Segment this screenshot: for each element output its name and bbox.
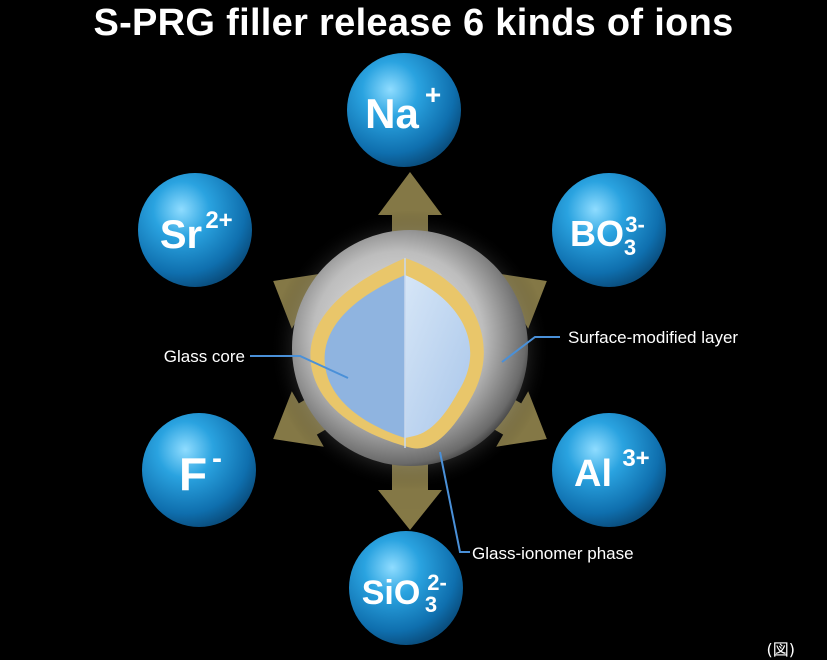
ion-sio3-base: SiO xyxy=(362,574,421,612)
ion-sio3-subscript: 3 xyxy=(425,592,437,617)
ionomer-phase-label: Glass-ionomer phase xyxy=(472,544,634,563)
figure-note: (図) xyxy=(766,640,796,659)
callout-lines xyxy=(250,336,560,553)
ion-sr-base: Sr xyxy=(160,213,202,257)
ion-sio3: SiO 2- 3 xyxy=(349,531,463,645)
ion-sio3-charge: 2- xyxy=(427,570,447,595)
ion-bo3-charge: 3- xyxy=(625,212,645,237)
ion-al-base: Al xyxy=(574,453,612,495)
glass-core-label: Glass core xyxy=(164,347,245,366)
ion-na-base: Na xyxy=(365,90,419,137)
s-prg-particle xyxy=(270,210,550,490)
ion-bo3: BO 3- 3 xyxy=(552,173,666,287)
glass-core-callout xyxy=(250,355,349,379)
ionomer-callout xyxy=(439,451,470,553)
page-title: S-PRG filler release 6 kinds of ions xyxy=(93,2,734,44)
ion-sr-charge: 2+ xyxy=(205,207,232,234)
glass-core-section xyxy=(405,275,471,438)
ion-f-base: F xyxy=(179,448,207,500)
surface-layer-label: Surface-modified layer xyxy=(568,328,738,347)
ion-al: Al 3+ xyxy=(552,413,666,527)
ion-f-charge: - xyxy=(212,442,222,475)
surface-layer-callout xyxy=(501,336,560,363)
ion-bo3-base: BO xyxy=(570,213,624,254)
ion-bo3-subscript: 3 xyxy=(624,235,636,260)
ion-na-charge: + xyxy=(425,79,441,110)
ion-sr: Sr 2+ xyxy=(138,173,252,287)
glass-core xyxy=(324,275,405,438)
ion-al-charge: 3+ xyxy=(622,445,649,472)
ion-f: F - xyxy=(142,413,256,527)
ion-na: Na + xyxy=(347,53,461,167)
